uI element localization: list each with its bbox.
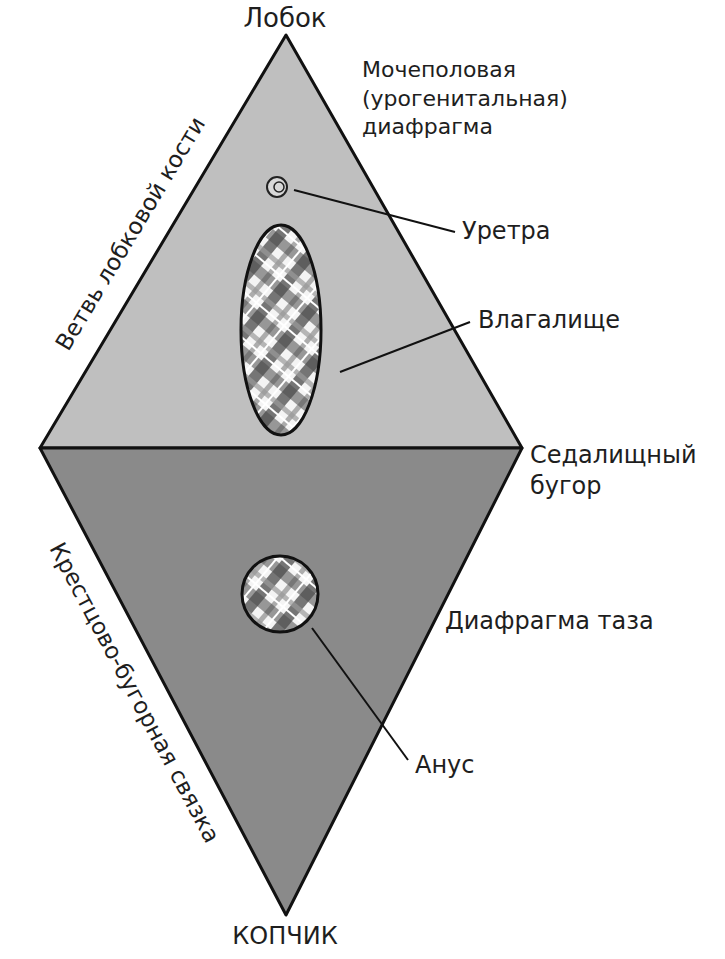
vertex-label: Седалищный бугор: [530, 440, 705, 502]
urethra-opening: [274, 182, 284, 192]
vertex-label: Лобок: [243, 2, 326, 36]
leader-line: [294, 190, 455, 232]
region-label: Мочеполовая (урогенитальная) диафрагма: [362, 56, 602, 142]
anus-opening: [242, 556, 318, 632]
part-label: Уретра: [462, 216, 551, 247]
vagina-opening: [241, 225, 321, 435]
leader-line: [312, 628, 408, 760]
leader-line: [340, 322, 470, 372]
region-label: Диафрагма таза: [445, 606, 654, 637]
anal-triangle: [40, 448, 522, 915]
vertex-label: КОПЧИК: [232, 921, 337, 952]
part-label: Анус: [415, 750, 475, 781]
part-label: Влагалище: [478, 305, 620, 336]
urethra-opening: [267, 177, 287, 197]
